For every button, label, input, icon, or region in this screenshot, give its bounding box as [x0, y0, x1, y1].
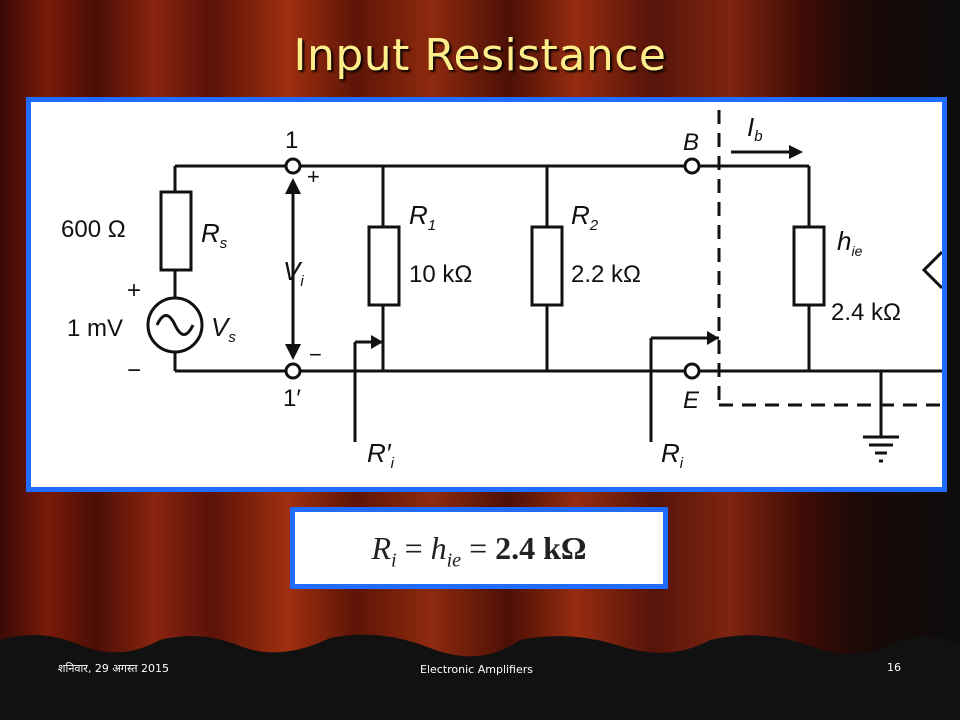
- ri-prime-label: R′i: [367, 438, 395, 472]
- vs-label: Vs: [211, 312, 236, 346]
- circuit-diagram-panel: 1 1′ B E Ib 600 Ω Rs + 1 mV − Vs + Vi − …: [26, 97, 947, 492]
- vs-minus-label: −: [127, 357, 141, 384]
- r2-label: R2: [571, 200, 599, 234]
- node-1-prime-label: 1′: [283, 385, 301, 412]
- vi-minus-label: −: [309, 342, 322, 367]
- rs-label: Rs: [201, 218, 228, 252]
- node-1-label: 1: [285, 127, 298, 154]
- node-b-label: B: [683, 129, 699, 156]
- equation-mid: h: [430, 530, 447, 566]
- equation-lhs: R: [371, 530, 392, 566]
- vs-plus-label: +: [127, 277, 141, 304]
- vi-label: Vi: [283, 256, 304, 290]
- circuit-diagram: 1 1′ B E Ib 600 Ω Rs + 1 mV − Vs + Vi − …: [61, 110, 942, 472]
- r2-value-label: 2.2 kΩ: [571, 261, 641, 288]
- rs-value-label: 600 Ω: [61, 216, 126, 243]
- vs-value-label: 1 mV: [67, 315, 123, 342]
- equation-box: Ri = hie = 2.4 kΩ: [290, 507, 668, 589]
- r1-value-label: 10 kΩ: [409, 261, 472, 288]
- footer-title: Electronic Amplifiers: [420, 663, 534, 676]
- ib-label: Ib: [747, 112, 763, 145]
- node-e-label: E: [683, 387, 700, 414]
- equation: Ri = hie = 2.4 kΩ: [371, 530, 587, 571]
- slide-title: Input Resistance: [293, 30, 667, 81]
- equation-mid-sub: ie: [446, 549, 462, 572]
- r1-label: R1: [409, 200, 436, 234]
- footer-page-number: 16: [887, 661, 901, 674]
- equation-equals-2: =: [461, 530, 496, 566]
- equation-equals-1: =: [396, 530, 431, 566]
- hie-value-label: 2.4 kΩ: [831, 299, 901, 326]
- vi-plus-label: +: [307, 164, 320, 189]
- footer-date: शनिवार, 29 अगस्त 2015: [58, 662, 170, 675]
- hie-label: hie: [837, 226, 863, 259]
- equation-rhs: 2.4 kΩ: [495, 530, 587, 566]
- ri-label: Ri: [661, 438, 684, 472]
- equation-lhs-sub: i: [391, 549, 397, 572]
